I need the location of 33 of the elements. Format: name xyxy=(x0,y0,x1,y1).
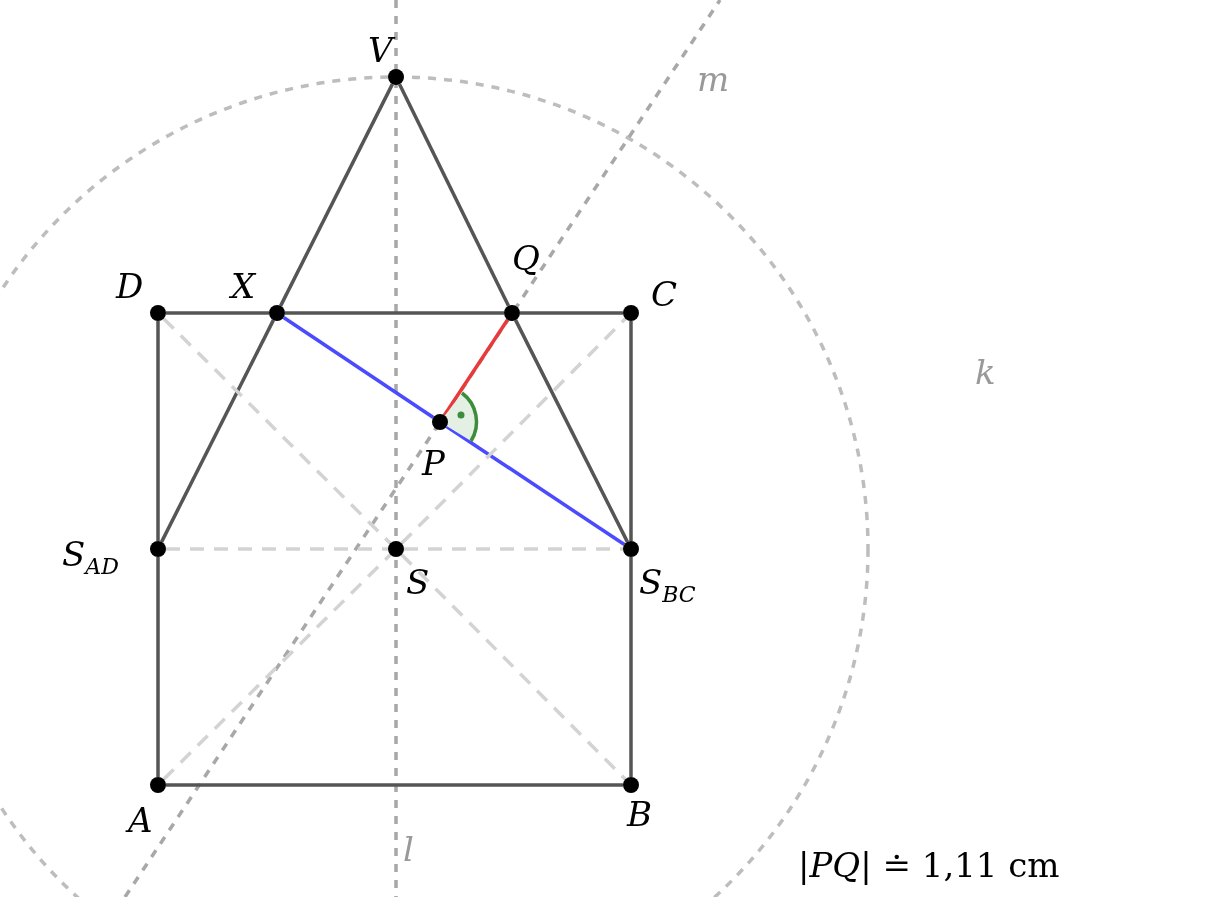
segment xyxy=(400,553,627,781)
segment xyxy=(285,311,504,315)
line-label: m xyxy=(697,62,730,96)
circle-label: k xyxy=(975,355,996,389)
point-label: P xyxy=(422,446,445,480)
segment xyxy=(442,318,510,417)
segment xyxy=(282,316,435,419)
segment xyxy=(514,319,629,543)
point-label: Q xyxy=(512,241,540,275)
segment xyxy=(279,83,394,307)
segment xyxy=(160,319,275,543)
segment xyxy=(156,321,160,541)
point-label: X xyxy=(231,269,256,303)
segment xyxy=(629,557,633,777)
segment xyxy=(166,311,269,315)
segment xyxy=(166,547,388,551)
point-label: D xyxy=(116,269,144,303)
point-label: B xyxy=(627,797,652,831)
line-label: l xyxy=(403,832,414,866)
segment xyxy=(520,311,623,315)
segment xyxy=(162,553,392,781)
segment xyxy=(629,321,633,541)
segment xyxy=(397,83,511,307)
segment xyxy=(404,547,623,551)
segment xyxy=(162,317,392,545)
segment xyxy=(166,783,623,787)
point-label: S xyxy=(406,565,430,599)
segment xyxy=(445,424,626,547)
point-label: S$_{AD}$ xyxy=(62,537,119,578)
segment xyxy=(400,317,627,545)
point-label: S$_{BC}$ xyxy=(639,565,696,606)
segment xyxy=(156,557,160,777)
point-label: C xyxy=(651,277,677,311)
